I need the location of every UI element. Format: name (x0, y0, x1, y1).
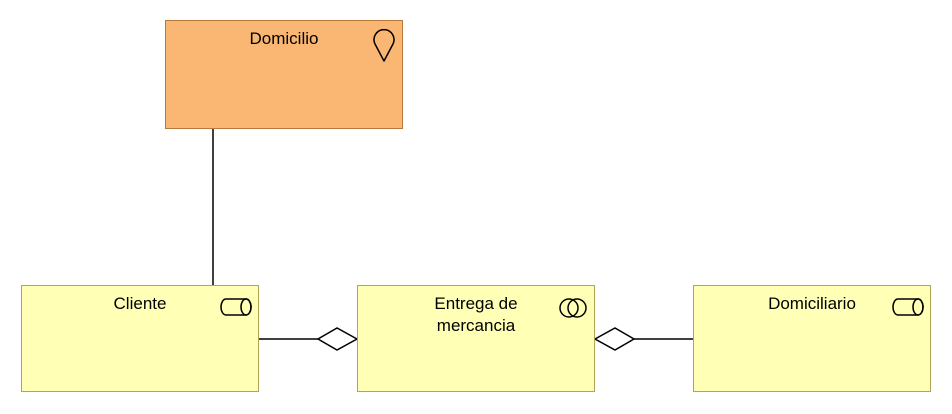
node-label: Cliente (113, 294, 167, 313)
node-cliente[interactable]: Cliente (21, 285, 259, 392)
collaboration-icon (559, 298, 587, 318)
node-entrega-de-mercancia[interactable]: Entrega de mercancia (357, 285, 595, 392)
node-domicilio[interactable]: Domicilio (165, 20, 403, 129)
aggregation-diamond (316, 327, 359, 351)
node-label: Entrega de mercancia (434, 294, 518, 335)
node-label: Domiciliario (768, 294, 856, 313)
business-role-icon (892, 298, 924, 316)
location-pin-icon (373, 29, 395, 62)
aggregation-diamond (593, 327, 636, 351)
node-label: Domicilio (249, 29, 319, 48)
node-domiciliario[interactable]: Domiciliario (693, 285, 931, 392)
edge-entrega-cliente[interactable] (259, 327, 359, 351)
business-role-icon (220, 298, 252, 316)
edge-entrega-domiciliario[interactable] (593, 327, 693, 351)
